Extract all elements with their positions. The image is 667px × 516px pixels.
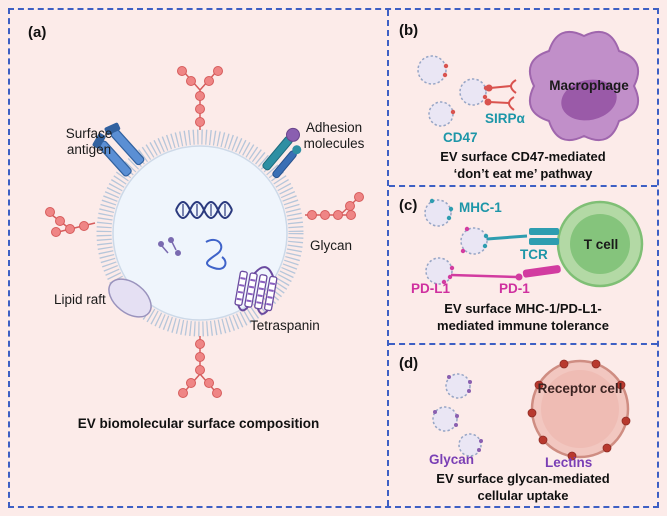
label-lipid-raft: Lipid raft [54, 292, 106, 307]
panel-b: (b) Macrophage SIRPα CD47 EV surface CD4… [389, 10, 657, 187]
figure-border: (a) Surface antigen Adhesion molecules G… [8, 8, 659, 508]
right-column: (b) Macrophage SIRPα CD47 EV surface CD4… [387, 10, 657, 506]
pdl1-pd1-bond-icon [450, 265, 561, 281]
ev-vesicles [432, 373, 483, 457]
panel-a-tag: (a) [28, 24, 47, 41]
ev-vesicles [417, 55, 489, 127]
label-tetraspanin: Tetraspanin [250, 318, 320, 333]
lipid-raft-icon [108, 278, 152, 318]
label-glycan-d: Glycan [429, 452, 475, 467]
panel-a: (a) Surface antigen Adhesion molecules G… [10, 10, 387, 506]
molecules-icon [158, 237, 181, 256]
panel-d-caption: EV surface glycan-mediated cellular upta… [436, 471, 610, 503]
sirpa-cd47-bond-icon [484, 79, 517, 111]
panel-b-tag: (b) [399, 22, 419, 39]
label-glycan: Glycan [310, 238, 353, 253]
glycan-right-icon [305, 192, 364, 220]
label-mhc1: MHC-1 [459, 200, 502, 215]
label-pd1: PD-1 [499, 281, 530, 296]
t-cell-inner [570, 214, 630, 274]
label-tcr: TCR [520, 247, 548, 262]
label-lectins: Lectins [545, 455, 593, 470]
panel-d-illustration [432, 359, 631, 461]
panel-d-tag: (d) [399, 355, 419, 372]
macrophage-nucleus [561, 79, 617, 121]
label-t-cell: T cell [583, 237, 619, 252]
label-cd47: CD47 [443, 130, 478, 145]
rna-icon [205, 238, 227, 270]
ev-vesicles [424, 198, 489, 285]
label-adhesion-molecules: Adhesion molecules [303, 120, 365, 151]
dna-icon [175, 201, 233, 219]
label-surface-antigen: Surface antigen [65, 126, 113, 157]
panel-b-caption: EV surface CD47-mediated ‘don’t eat me’ … [440, 149, 606, 181]
glycan-bottom-icon [178, 336, 222, 398]
receptor-cell-inner [541, 370, 619, 448]
panel-c-tag: (c) [399, 197, 418, 214]
panel-a-caption: EV biomolecular surface composition [77, 416, 320, 431]
label-sirpa: SIRPα [485, 111, 525, 126]
panel-c-caption: EV surface MHC-1/PD-L1- mediated immune … [437, 301, 609, 333]
mhc-tcr-bond-icon [486, 228, 559, 245]
label-macrophage: Macrophage [549, 78, 629, 93]
label-pdl1: PD-L1 [411, 281, 451, 296]
panel-c: (c) MHC-1 TCR T cell PD-L1 PD-1 EV surfa… [389, 187, 657, 345]
tetraspanin-icon [234, 266, 278, 315]
panel-a-illustration [45, 66, 364, 398]
glycan-top-icon [177, 66, 223, 130]
adhesion-molecules-icon [262, 127, 302, 179]
panel-b-illustration [417, 31, 639, 141]
panel-c-illustration [424, 198, 644, 288]
glycan-left-icon [45, 207, 96, 237]
surface-antigen-icon [92, 122, 145, 177]
label-receptor-cell: Receptor cell [537, 381, 623, 396]
panel-d: (d) Receptor cell Glycan Lectins EV surf… [389, 345, 657, 506]
lectin-dots-icon [527, 359, 631, 461]
